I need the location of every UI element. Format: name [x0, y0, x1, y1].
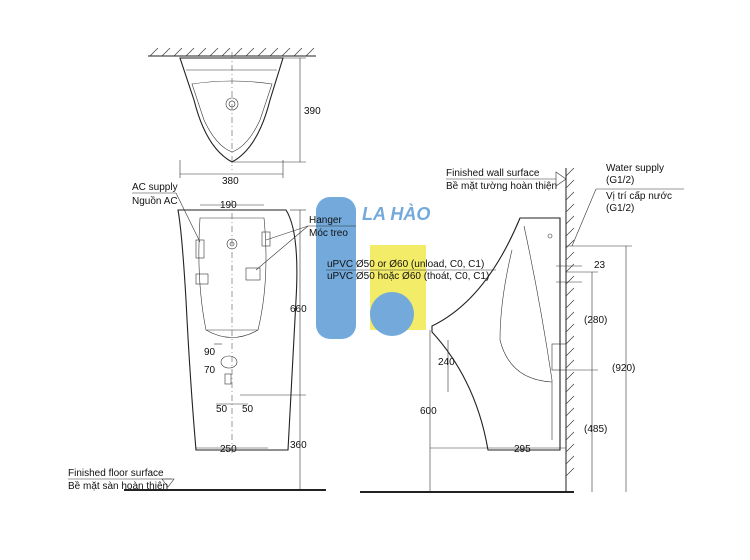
floor-left: Finished floor surface Bề mặt sàn hoàn t… — [68, 468, 326, 492]
dim-side-295: 295 — [514, 444, 531, 455]
label-finished-wall-vn: Bề mặt tường hoàn thiện — [446, 180, 557, 192]
front-view: 190 660 360 250 90 70 50 50 AC supply Ng… — [132, 182, 356, 490]
dim-top-depth: 390 — [304, 106, 321, 117]
label-finished-floor: Finished floor surface — [68, 468, 164, 479]
dim-hole-50-right: 50 — [242, 404, 254, 415]
dim-top-width: 380 — [222, 176, 239, 187]
top-view: 390 380 — [148, 47, 321, 187]
label-finished-wall: Finished wall surface — [446, 168, 540, 179]
label-finished-floor-vn: Bề mặt sàn hoàn thiện — [68, 480, 168, 492]
logo-blue-bar — [316, 197, 356, 339]
dim-side-920: (920) — [612, 363, 635, 374]
label-water-supply: Water supply — [606, 163, 664, 174]
dim-hole-50-left: 50 — [216, 404, 228, 415]
dim-front-base-width: 250 — [220, 444, 237, 455]
dim-side-280: (280) — [584, 315, 607, 326]
label-hanger: Hanger — [309, 215, 342, 226]
label-hanger-vn: Móc treo — [309, 228, 348, 239]
dim-side-240: 240 — [438, 357, 455, 368]
dim-front-floor-height: 360 — [290, 440, 307, 451]
label-water-supply-spec-vn: (G1/2) — [606, 203, 634, 214]
dim-front-inner-width: 190 — [220, 200, 237, 211]
dim-front-height: 660 — [290, 304, 307, 315]
label-water-supply-vn: Vị trí cấp nước — [606, 190, 672, 202]
logo-blue-circle — [370, 292, 414, 336]
logo-text: LA HÀO — [362, 203, 430, 224]
label-ac-supply-vn: Nguồn AC — [132, 195, 178, 207]
dim-hole-90: 90 — [204, 347, 216, 358]
side-view: Finished wall surface Bề mặt tường hoàn … — [326, 163, 684, 493]
dim-side-600: 600 — [420, 406, 437, 417]
watermark-logo: LA HÀO — [316, 197, 430, 339]
dim-hole-70: 70 — [204, 365, 216, 376]
label-drain: uPVC Ø50 or Ø60 (unload, C0, C1) — [327, 259, 484, 270]
dim-side-485: (485) — [584, 424, 607, 435]
dim-side-23: 23 — [594, 260, 606, 271]
label-ac-supply: AC supply — [132, 182, 178, 193]
label-water-supply-spec: (G1/2) — [606, 175, 634, 186]
label-drain-vn: uPVC Ø50 hoặc Ø60 (thoát, C0, C1) — [327, 271, 489, 282]
